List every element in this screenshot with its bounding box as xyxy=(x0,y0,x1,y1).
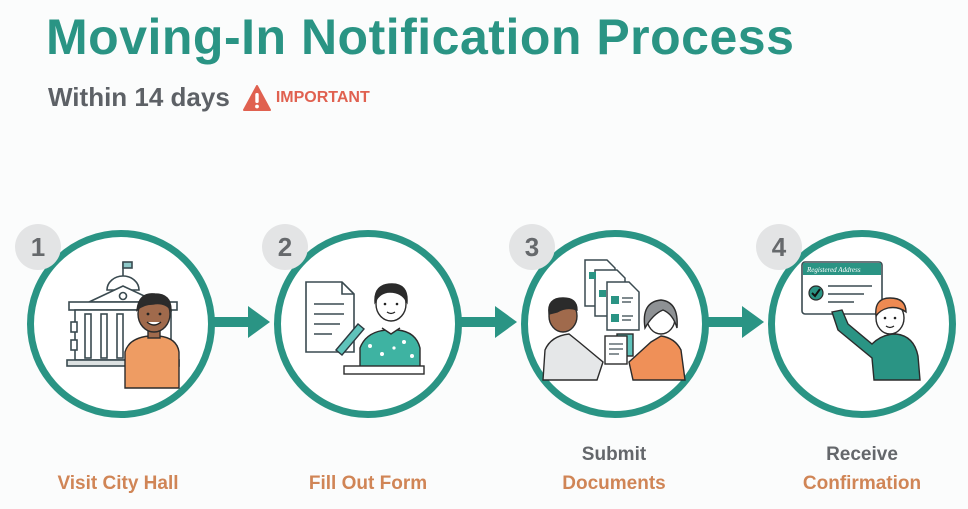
step-2: 2 xyxy=(262,224,462,418)
arrow-right-icon xyxy=(455,306,517,338)
deadline-row: Within 14 days IMPORTANT xyxy=(48,82,370,113)
deadline-text: Within 14 days xyxy=(48,82,230,112)
arrow-right-icon xyxy=(702,306,764,338)
step-4: Registered Address 4 xyxy=(756,224,956,418)
step-3-label: Submit Documents xyxy=(562,444,666,494)
warning-triangle-icon xyxy=(242,84,271,111)
arrow-right-icon xyxy=(208,306,270,338)
city-hall-person-icon xyxy=(66,261,180,389)
important-badge: IMPORTANT xyxy=(242,84,370,112)
step-1: 1 xyxy=(15,224,215,418)
card-header: Registered Address xyxy=(806,266,861,274)
step-circle xyxy=(27,230,215,418)
step-number-badge: 3 xyxy=(509,224,555,270)
step-2-label: Fill Out Form xyxy=(308,473,428,494)
step-1-label: Visit City Hall xyxy=(57,473,179,494)
step-number-badge: 1 xyxy=(15,224,61,270)
submit-documents-icon xyxy=(542,259,686,381)
confirmation-card-icon: Registered Address xyxy=(801,261,921,381)
page-title: Moving-In Notification Process xyxy=(46,9,795,65)
fill-form-person-icon xyxy=(305,281,425,375)
step-number-badge: 2 xyxy=(262,224,308,270)
step-4-label: Receive Confirmation xyxy=(802,444,922,494)
important-label: IMPORTANT xyxy=(275,88,370,106)
step-3: 3 xyxy=(509,224,709,418)
step-number-badge: 4 xyxy=(756,224,802,270)
